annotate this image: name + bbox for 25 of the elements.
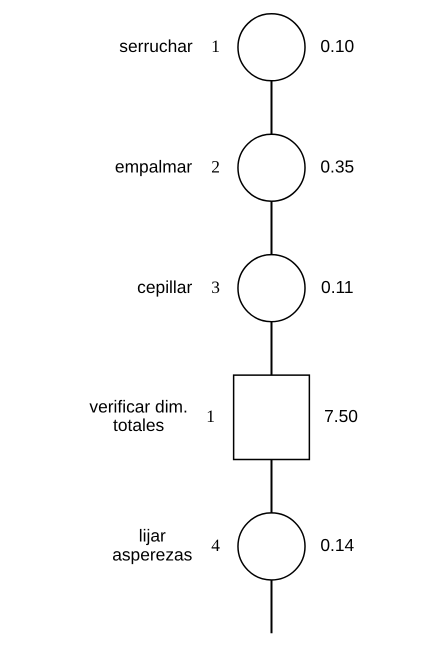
node-circle — [236, 254, 306, 322]
node-circle — [236, 133, 306, 202]
node-circle — [236, 13, 306, 82]
node-label: 1 — [206, 406, 214, 426]
node-label: 7.50 — [324, 406, 358, 426]
node-label: cepillar — [136, 276, 192, 297]
connector — [270, 322, 272, 375]
node-label: 2 — [210, 157, 220, 176]
node-label: serruchar — [118, 36, 192, 56]
node-label: verificar dim. totales — [88, 396, 188, 436]
node-label: 0.35 — [320, 156, 354, 176]
node-label: lijar asperezas — [112, 526, 192, 564]
node-label: 3 — [210, 278, 220, 297]
node-circle — [236, 512, 306, 581]
node-label: 0.11 — [320, 276, 354, 297]
node-label: 1 — [210, 36, 220, 56]
node-box — [232, 374, 310, 460]
connector — [270, 202, 272, 254]
connector — [270, 580, 272, 634]
node-label: 0.14 — [320, 535, 354, 556]
connector — [270, 81, 272, 134]
node-label: 0.10 — [320, 36, 354, 56]
node-label: 4 — [210, 536, 220, 556]
connector — [270, 460, 272, 513]
node-label: empalmar — [114, 156, 192, 176]
